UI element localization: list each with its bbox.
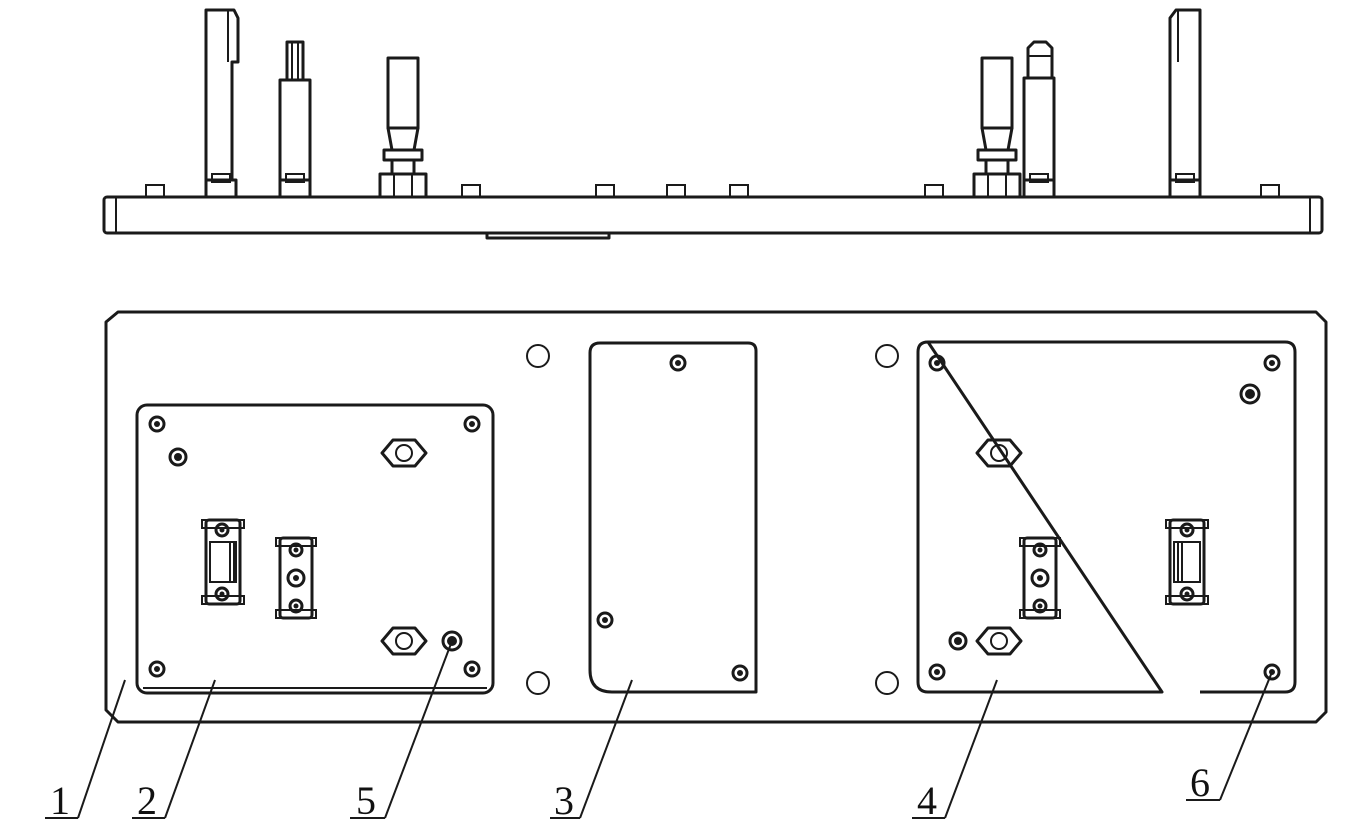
callout-4: 4 [912,679,998,823]
callout-label-5: 5 [356,778,376,823]
side-left-pin [278,40,312,199]
right-clamp-block-b [1019,536,1061,620]
mounting-holes [526,344,899,695]
callout-label-2: 2 [137,778,157,823]
right-clamp-block-a [1165,518,1209,606]
left-sub-plate [135,403,495,695]
right-dowel-pin [1239,383,1261,405]
left-hex-nut-bottom [380,626,428,656]
side-right-clamp-post [1168,8,1202,199]
base-plate [104,310,1328,724]
right-sub-plate [916,340,1297,694]
right-locating-screw [948,631,968,651]
callout-label-4: 4 [917,778,937,823]
callouts: 1 2 5 3 4 6 [45,640,1273,823]
side-bolt-heads [145,184,1280,198]
right-hex-nut-bottom [975,626,1023,656]
side-right-pin [1022,40,1056,199]
right-plate-corner-screws [928,354,1281,681]
callout-label-6: 6 [1190,760,1210,805]
left-clamp-block-a [201,518,245,606]
side-view [102,8,1324,240]
left-plate-corner-screws [148,415,481,678]
left-hex-nut-top [380,438,428,468]
callout-3: 3 [550,679,633,823]
side-base-plate [102,195,1324,235]
plan-view [104,310,1328,724]
callout-label-3: 3 [554,778,574,823]
side-left-clamp-post [204,8,240,199]
callout-1: 1 [45,679,126,823]
side-right-support [972,56,1022,199]
callout-5: 5 [350,640,453,823]
left-dowel-pin [168,447,188,467]
callout-label-1: 1 [50,778,70,823]
center-plate [588,341,758,694]
callout-6: 6 [1186,671,1273,805]
callout-2: 2 [132,679,216,823]
side-bottom-tab [485,231,611,240]
left-clamp-block-b [275,536,317,620]
side-left-support [378,56,428,199]
right-hex-nut-top [975,438,1023,468]
